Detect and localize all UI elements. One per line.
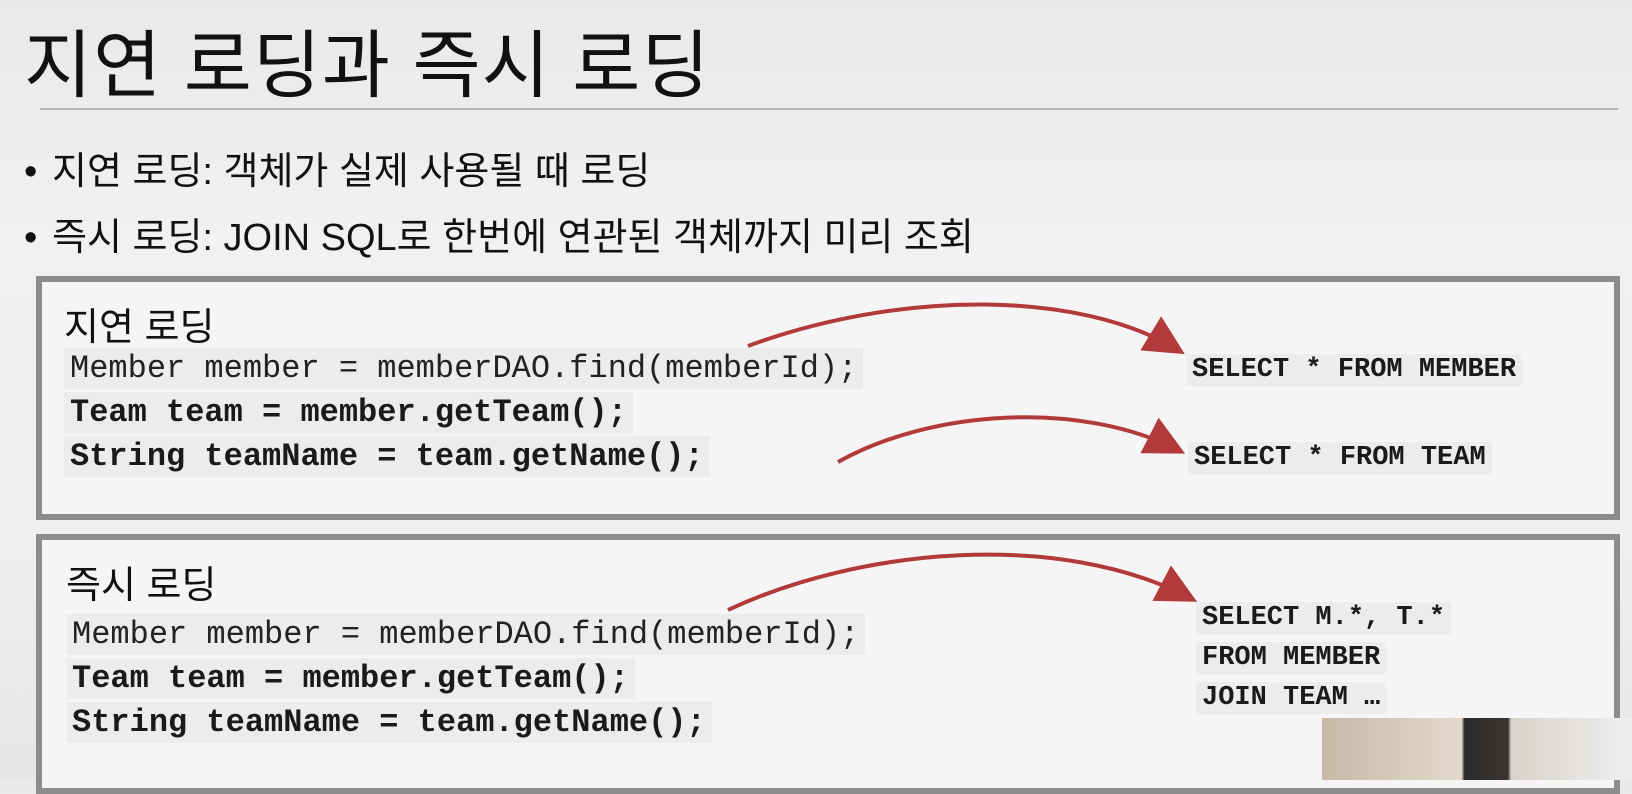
- slide-title: 지연 로딩과 즉시 로딩: [24, 24, 711, 107]
- bullet-text: 지연 로딩: 객체가 실제 사용될 때 로딩: [52, 151, 651, 193]
- eager-sql-line-2: FROM MEMBER: [1196, 642, 1387, 674]
- bullet-dot: •: [24, 217, 38, 259]
- eager-code-line-2: Team team = member.getTeam();: [66, 658, 635, 699]
- lazy-code-line-2: Team team = member.getTeam();: [64, 392, 633, 433]
- eager-loading-title: 즉시 로딩: [66, 565, 217, 607]
- eager-code-line-3: String teamName = team.getName();: [66, 702, 712, 743]
- bullet-lazy-loading: • 지연 로딩: 객체가 실제 사용될 때 로딩: [24, 140, 650, 195]
- title-divider: [40, 108, 1618, 110]
- bullet-text: 즉시 로딩: JOIN SQL로 한번에 연관된 객체까지 미리 조회: [52, 217, 974, 259]
- lazy-code-line-1: Member member = memberDAO.find(memberId)…: [64, 348, 864, 389]
- eager-code-line-1: Member member = memberDAO.find(memberId)…: [66, 614, 866, 655]
- webcam-overlay: [1322, 718, 1632, 780]
- eager-sql-line-1: SELECT M.*, T.*: [1196, 602, 1452, 634]
- lazy-sql-team: SELECT * FROM TEAM: [1188, 442, 1492, 474]
- lazy-sql-member: SELECT * FROM MEMBER: [1186, 354, 1523, 386]
- bullet-eager-loading: • 즉시 로딩: JOIN SQL로 한번에 연관된 객체까지 미리 조회: [24, 206, 974, 261]
- eager-sql-line-3: JOIN TEAM …: [1196, 682, 1387, 714]
- lazy-code-line-3: String teamName = team.getName();: [64, 436, 710, 477]
- bullet-dot: •: [24, 151, 38, 193]
- lazy-loading-title: 지연 로딩: [64, 307, 215, 349]
